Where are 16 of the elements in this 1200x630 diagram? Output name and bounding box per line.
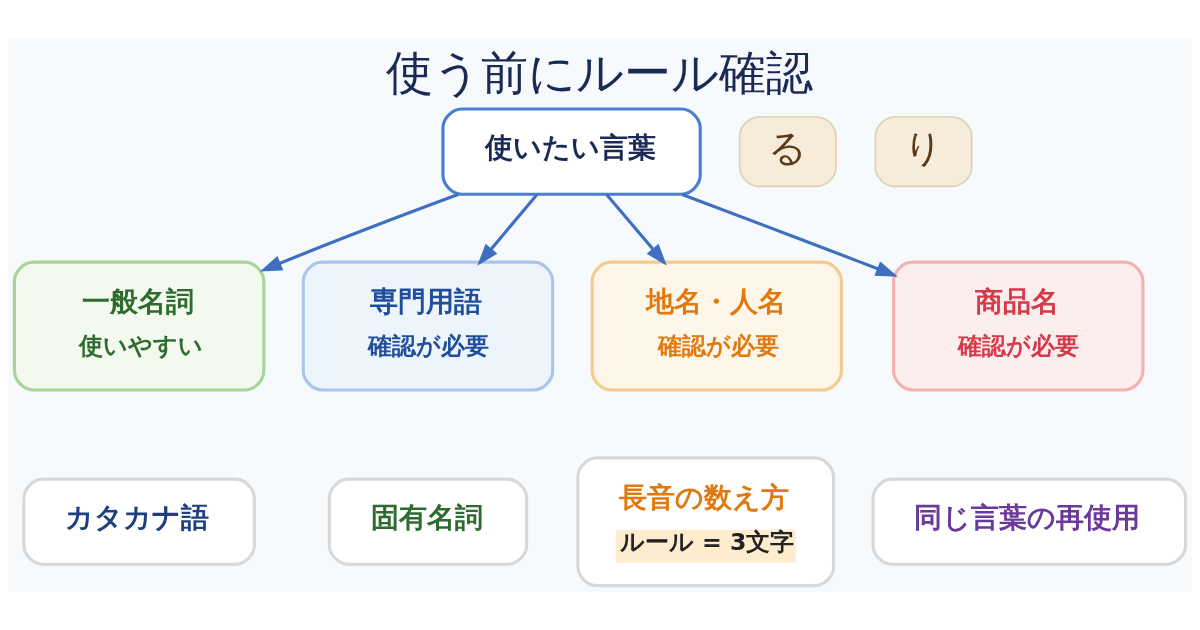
diagram-title: 使う前にルール確認 [386, 44, 814, 100]
node-box: 長音の数え方 ルール = 3文字 [576, 456, 836, 588]
node-box: カタカナ語 [22, 477, 256, 566]
node-box: 固有名詞 [327, 477, 529, 566]
node-box: 商品名 確認が必要 [892, 260, 1145, 392]
label: る [768, 126, 808, 171]
label: り [904, 126, 944, 171]
arrow [477, 193, 539, 266]
node-box: 地名・人名 確認が必要 [590, 260, 844, 392]
arrow [259, 192, 460, 272]
arrow [605, 193, 667, 266]
arrow [681, 192, 898, 277]
node-box: 同じ言葉の再使用 [871, 477, 1188, 566]
node-box: 専門用語 確認が必要 [301, 260, 555, 392]
node-box: 使いたい言葉 [441, 107, 702, 196]
node-box: 一般名詞 使いやすい [12, 260, 266, 392]
